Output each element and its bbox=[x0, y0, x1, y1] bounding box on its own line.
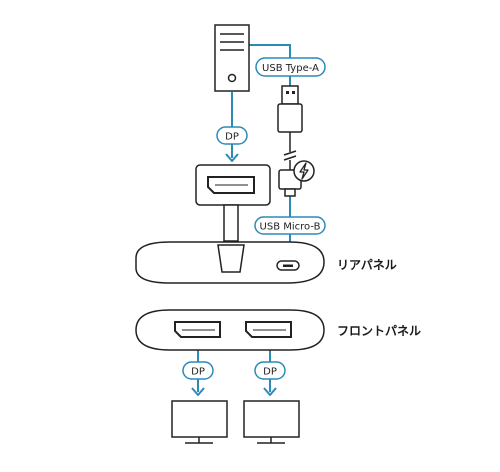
displayport-plug-icon bbox=[195, 164, 271, 242]
arrow-front-left bbox=[191, 387, 205, 396]
dp-pill-pc: DP bbox=[216, 126, 248, 145]
pc-tower-icon bbox=[214, 24, 250, 92]
dp-pill-right: DP bbox=[254, 361, 286, 380]
dp-right-label: DP bbox=[263, 367, 277, 378]
usb-micro-b-pill: USB Micro-B bbox=[254, 216, 326, 235]
displayport-icon bbox=[245, 321, 292, 338]
usb-a-body bbox=[277, 103, 303, 133]
pc-power-button bbox=[227, 73, 237, 83]
rear-panel bbox=[135, 241, 325, 284]
power-bolt-icon bbox=[293, 160, 315, 182]
cable-break-marker bbox=[283, 150, 297, 170]
micro-b-tip bbox=[284, 188, 296, 197]
monitor-icon bbox=[171, 400, 228, 444]
rear-dp-connector bbox=[217, 244, 245, 273]
usb-micro-b-label: USB Micro-B bbox=[260, 222, 321, 233]
dp-cable-neck bbox=[223, 204, 239, 242]
dp-left-label: DP bbox=[191, 367, 205, 378]
front-panel bbox=[135, 309, 325, 351]
rear-panel-label: リアパネル bbox=[337, 258, 397, 272]
dp-pill-left: DP bbox=[182, 361, 214, 380]
monitor-right-screen bbox=[243, 400, 300, 438]
arrowheads bbox=[191, 153, 277, 396]
arrow-pc-dp bbox=[225, 153, 239, 162]
monitor-icon bbox=[243, 400, 300, 444]
usb-type-a-label: USB Type-A bbox=[262, 63, 319, 74]
micro-usb-port-icon bbox=[276, 260, 300, 271]
front-panel-label: フロントパネル bbox=[337, 324, 421, 338]
dp-pc-label: DP bbox=[225, 132, 239, 143]
front-panel-body bbox=[135, 309, 325, 351]
usb-type-a-pill: USB Type-A bbox=[255, 57, 326, 77]
arrow-front-right bbox=[263, 387, 277, 396]
usb-a-tip bbox=[281, 85, 299, 105]
monitor-left-screen bbox=[171, 400, 228, 438]
usb-a-plug-icon bbox=[277, 85, 303, 152]
displayport-icon bbox=[174, 321, 221, 338]
